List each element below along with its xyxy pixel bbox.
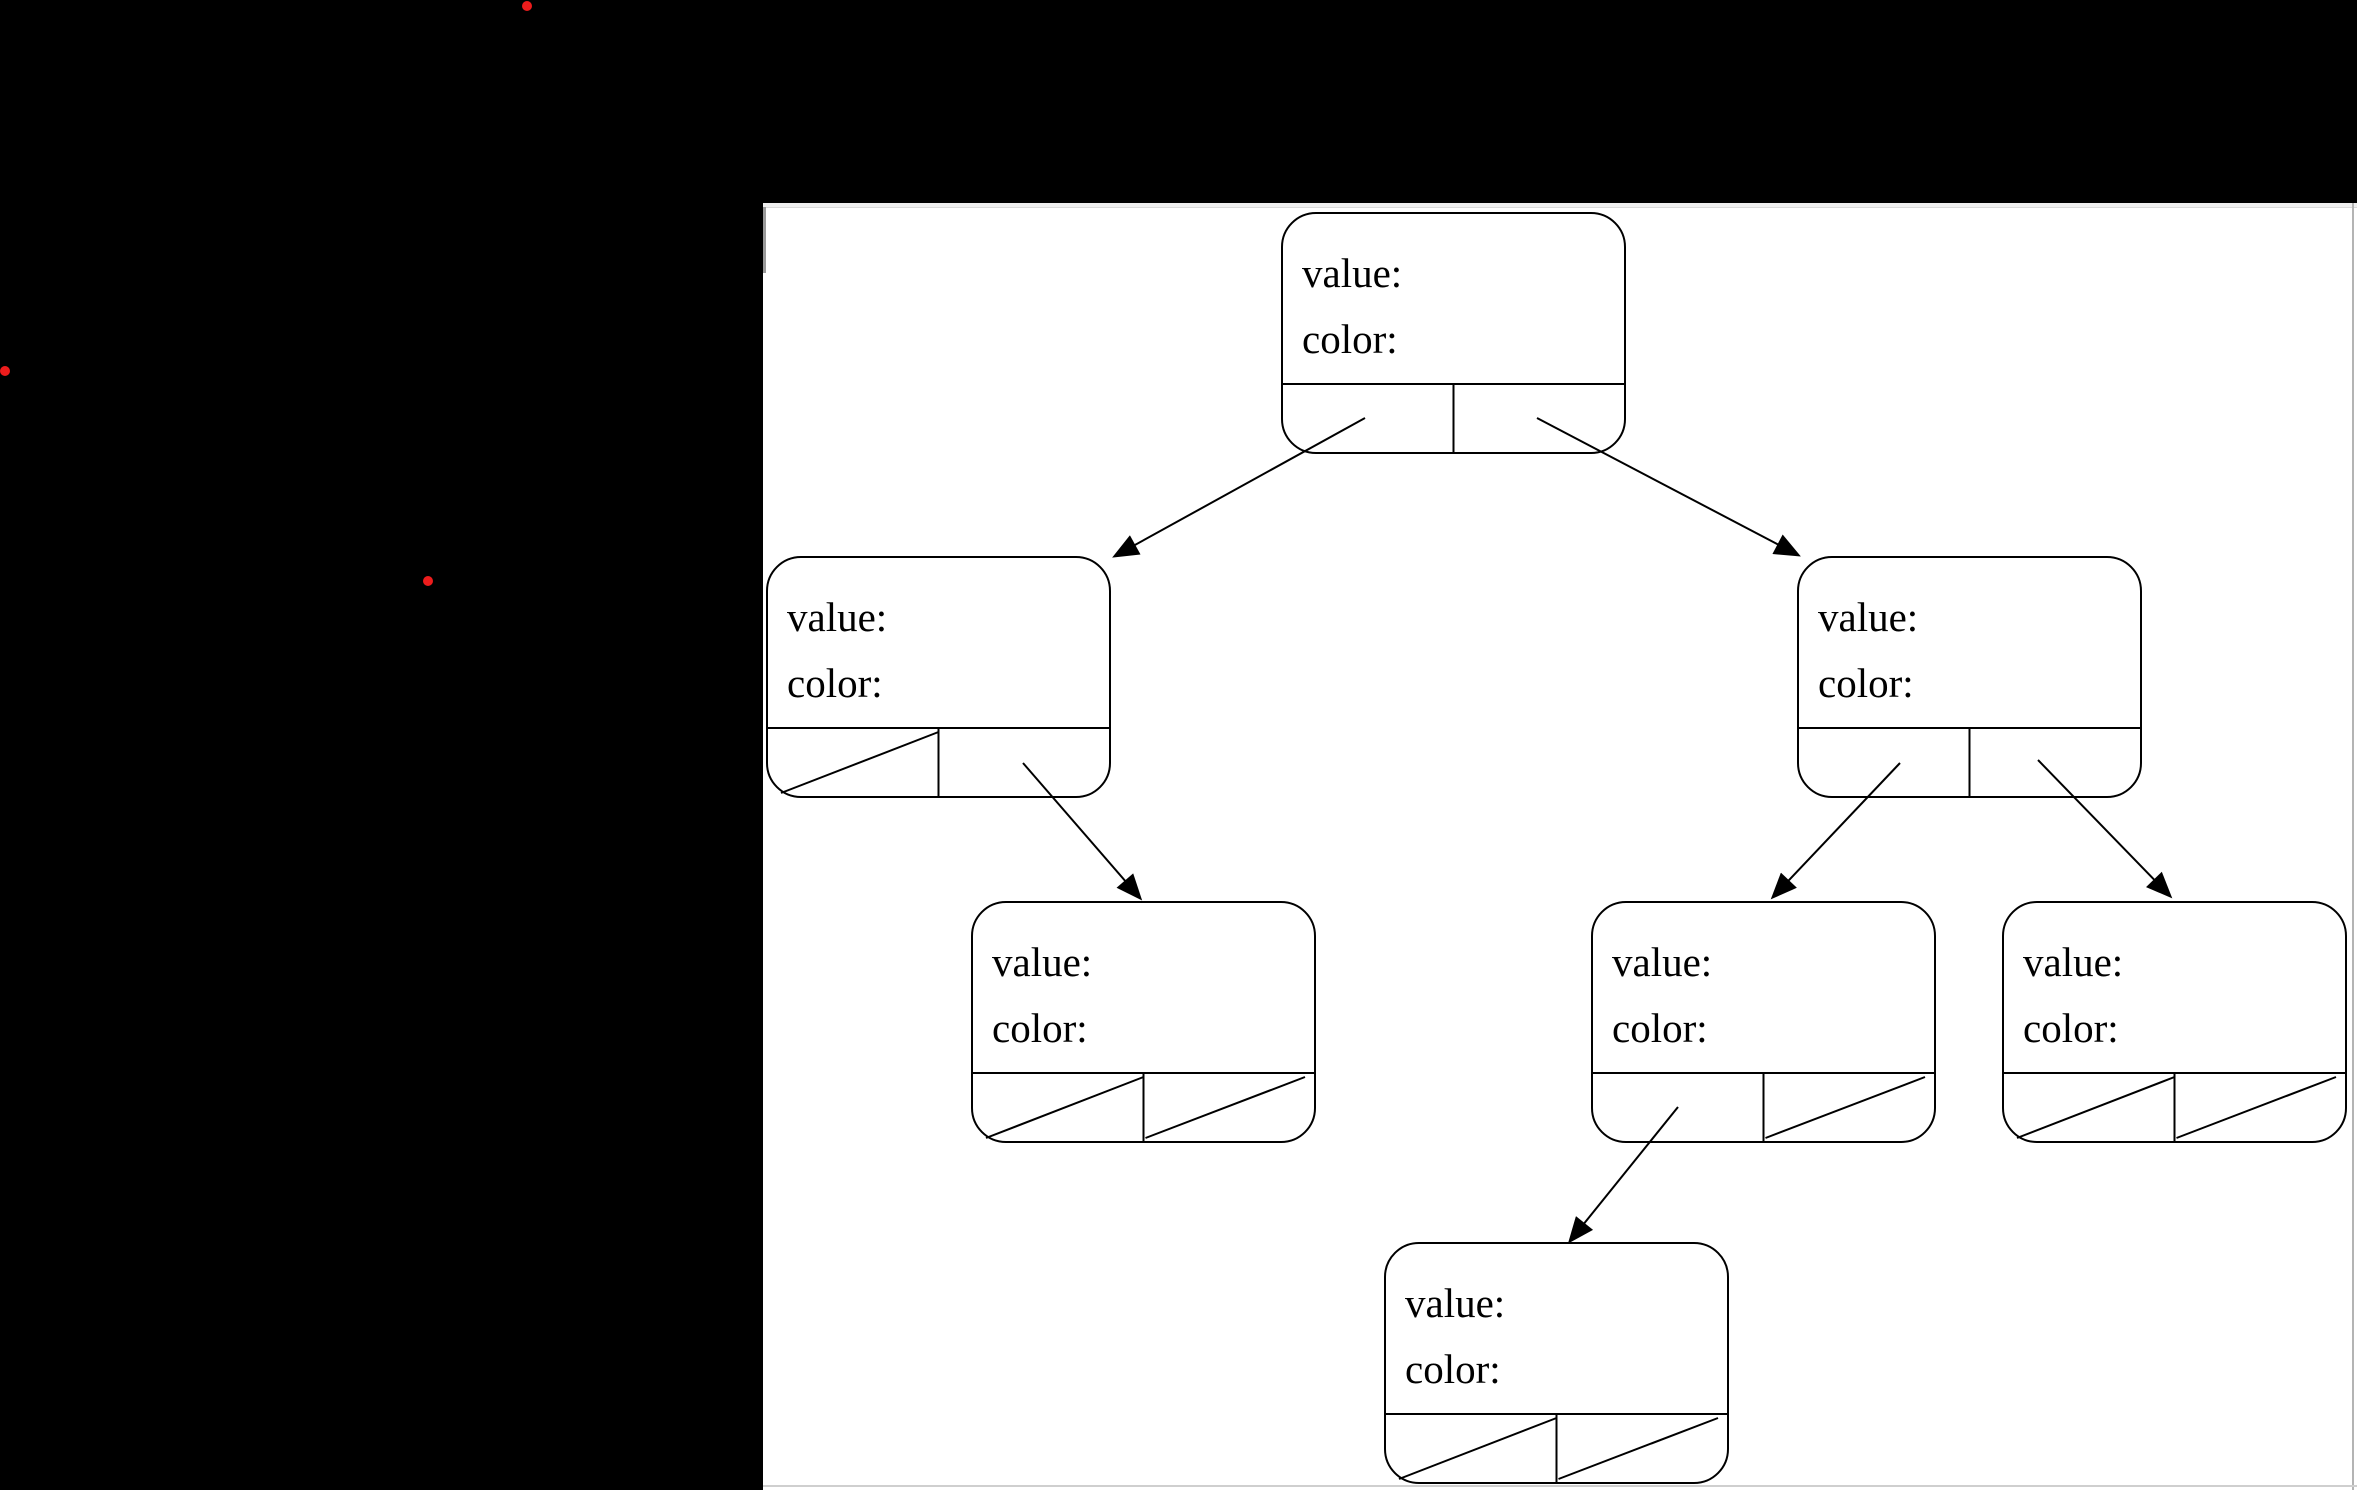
canvas-left-edge-tick <box>763 207 766 273</box>
color-label: color: <box>787 660 883 706</box>
pointer-arrow-leftchild-right <box>1022 762 1143 901</box>
null-pointer-slash <box>1145 1076 1306 1139</box>
tree-node-right-child[interactable]: value: color: <box>1797 556 2142 798</box>
tree-diagram: value: color: value: color: value: color… <box>766 212 2347 1484</box>
null-pointer-slash <box>780 731 939 794</box>
color-label: color: <box>1405 1346 1501 1392</box>
null-pointer-slash <box>985 1076 1144 1139</box>
pointer-arrow-rightchild-left <box>1770 762 1901 900</box>
pointer-edges <box>1022 417 2173 1244</box>
value-label: value: <box>1302 250 1402 296</box>
tree-node-bottom[interactable]: value: color: <box>1384 1242 1729 1484</box>
value-label: value: <box>1818 594 1918 640</box>
value-label: value: <box>1405 1280 1505 1326</box>
canvas-top-edge <box>763 203 2357 208</box>
pointer-arrow-grandchild-left <box>1567 1106 1679 1244</box>
tree-node-root[interactable]: value: color: <box>1281 212 1626 454</box>
color-label: color: <box>992 1005 1088 1051</box>
canvas-bottom-edge <box>763 1485 2357 1487</box>
null-pointer-slash <box>1765 1076 1926 1139</box>
tree-node-left-right-grandchild[interactable]: value: color: <box>971 901 1316 1143</box>
value-label: value: <box>2023 939 2123 985</box>
red-dot-annotation <box>423 576 433 586</box>
color-label: color: <box>1612 1005 1708 1051</box>
value-label: value: <box>1612 939 1712 985</box>
drawing-canvas[interactable]: value: color: value: color: value: color… <box>763 203 2357 1490</box>
tree-node-right-right-grandchild[interactable]: value: color: <box>2002 901 2347 1143</box>
null-pointer-slash <box>1558 1417 1719 1480</box>
tree-node-left-child[interactable]: value: color: <box>766 556 1111 798</box>
red-dot-annotation <box>522 1 532 11</box>
color-label: color: <box>2023 1005 2119 1051</box>
canvas-right-edge <box>2352 203 2354 1490</box>
null-pointer-slash <box>1398 1417 1557 1480</box>
tree-node-right-left-grandchild[interactable]: value: color: <box>1591 901 1936 1143</box>
color-label: color: <box>1818 660 1914 706</box>
value-label: value: <box>787 594 887 640</box>
pointer-arrow-root-right <box>1536 417 1801 557</box>
null-pointer-slash <box>2016 1076 2175 1139</box>
red-dot-annotation <box>0 366 10 376</box>
value-label: value: <box>992 939 1092 985</box>
pointer-arrow-root-left <box>1112 417 1366 558</box>
null-pointer-slash <box>2176 1076 2337 1139</box>
color-label: color: <box>1302 316 1398 362</box>
pointer-arrow-rightchild-right <box>2037 759 2173 899</box>
